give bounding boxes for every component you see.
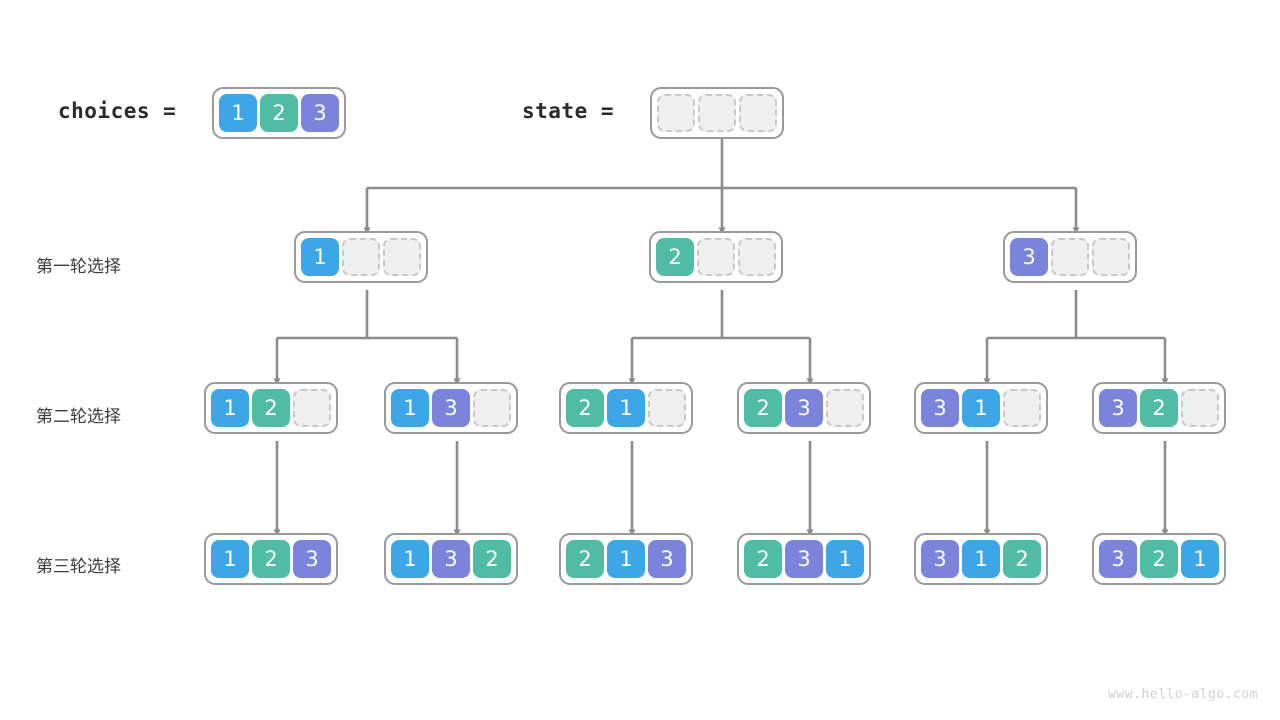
r3n5-cell-2: 2 xyxy=(1003,540,1041,578)
r1n3-cell-1 xyxy=(1051,238,1089,276)
r2n5-cell-1: 1 xyxy=(962,389,1000,427)
r3n2-cell-2: 2 xyxy=(473,540,511,578)
r2n6-cell-1: 2 xyxy=(1140,389,1178,427)
r2n1-cell-1: 2 xyxy=(252,389,290,427)
r2n3-cell-1: 1 xyxy=(607,389,645,427)
r1n1-cell-1 xyxy=(342,238,380,276)
r2n4-cell-1: 3 xyxy=(785,389,823,427)
r2n1-cell-0: 1 xyxy=(211,389,249,427)
r2n1-cell-2 xyxy=(293,389,331,427)
r3n5-cell-0: 3 xyxy=(921,540,959,578)
r2n2-cell-1: 3 xyxy=(432,389,470,427)
r3n1-cell-0: 1 xyxy=(211,540,249,578)
r3n6-cell-2: 1 xyxy=(1181,540,1219,578)
choices-cell-1: 2 xyxy=(260,94,298,132)
r1n2-cell-1 xyxy=(697,238,735,276)
state-cell-2 xyxy=(739,94,777,132)
r3n4-cell-1: 3 xyxy=(785,540,823,578)
r3n4-cell-0: 2 xyxy=(744,540,782,578)
state-node-r1-n3: 3 xyxy=(1003,231,1137,283)
r1n3-cell-2 xyxy=(1092,238,1130,276)
state-label: state = xyxy=(522,99,615,123)
r3n6-cell-0: 3 xyxy=(1099,540,1137,578)
r2n2-cell-0: 1 xyxy=(391,389,429,427)
state-cell-0 xyxy=(657,94,695,132)
r2n5-cell-0: 3 xyxy=(921,389,959,427)
r3n1-cell-1: 2 xyxy=(252,540,290,578)
r3n1-cell-2: 3 xyxy=(293,540,331,578)
choices-cell-2: 3 xyxy=(301,94,339,132)
r2n4-cell-2 xyxy=(826,389,864,427)
row-label-round-3: 第三轮选择 xyxy=(36,557,121,577)
row-label-round-1: 第一轮选择 xyxy=(36,257,121,277)
r1n1-cell-0: 1 xyxy=(301,238,339,276)
r3n2-cell-0: 1 xyxy=(391,540,429,578)
r2n3-cell-0: 2 xyxy=(566,389,604,427)
r2n2-cell-2 xyxy=(473,389,511,427)
r1n3-cell-0: 3 xyxy=(1010,238,1048,276)
r2n5-cell-2 xyxy=(1003,389,1041,427)
r2n4-cell-0: 2 xyxy=(744,389,782,427)
r3n6-cell-1: 2 xyxy=(1140,540,1178,578)
r3n2-cell-1: 3 xyxy=(432,540,470,578)
r3n4-cell-2: 1 xyxy=(826,540,864,578)
watermark: www.hello-algo.com xyxy=(1108,687,1258,702)
r2n3-cell-2 xyxy=(648,389,686,427)
r3n3-cell-1: 1 xyxy=(607,540,645,578)
state-node-r1-n1: 1 xyxy=(294,231,428,283)
state-node-r1-n2: 2 xyxy=(649,231,783,283)
state-array xyxy=(650,87,784,139)
r3n3-cell-0: 2 xyxy=(566,540,604,578)
state-cell-1 xyxy=(698,94,736,132)
r3n3-cell-2: 3 xyxy=(648,540,686,578)
r2n6-cell-2 xyxy=(1181,389,1219,427)
row-label-round-2: 第二轮选择 xyxy=(36,407,121,427)
r3n5-cell-1: 1 xyxy=(962,540,1000,578)
r1n1-cell-2 xyxy=(383,238,421,276)
r1n2-cell-0: 2 xyxy=(656,238,694,276)
r2n6-cell-0: 3 xyxy=(1099,389,1137,427)
choices-cell-0: 1 xyxy=(219,94,257,132)
choices-label: choices = xyxy=(58,99,177,123)
r1n2-cell-2 xyxy=(738,238,776,276)
